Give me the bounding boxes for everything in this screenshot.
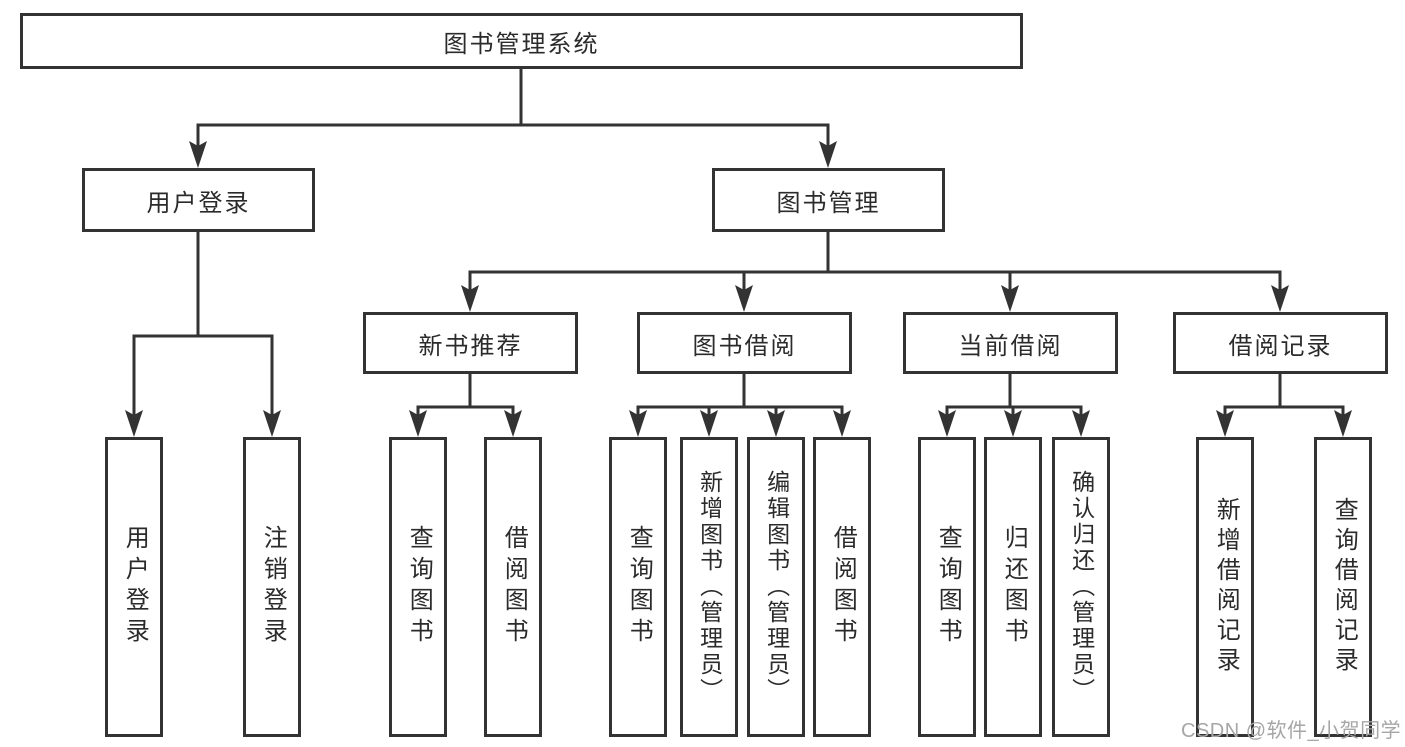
node-current-borrow-label: 当前借阅 (958, 332, 1063, 360)
leaf-logout-label: 注销登录 (259, 525, 287, 649)
leaf-add-book-admin: 新增图书（管理员） (680, 437, 738, 737)
connector-new-book-to-leaves (416, 372, 515, 418)
node-new-book-recommend-label: 新书推荐 (418, 332, 523, 360)
leaf-add-book-admin-label: 新增图书（管理员） (696, 470, 723, 704)
csdn-watermark: CSDN @软件_小贺同学 (1181, 720, 1402, 742)
leaf-query-book-3: 查询图书 (918, 437, 976, 737)
leaf-confirm-return-admin-label: 确认归还（管理员） (1068, 470, 1095, 704)
leaf-query-book-1: 查询图书 (389, 437, 447, 737)
connector-book-mgmt-to-level3 (468, 230, 1282, 292)
leaf-edit-book-admin: 编辑图书（管理员） (747, 437, 805, 737)
leaf-edit-book-admin-label: 编辑图书（管理员） (763, 470, 790, 704)
leaf-query-book-2: 查询图书 (609, 437, 667, 737)
leaf-add-borrow-record: 新增借阅记录 (1196, 437, 1254, 737)
node-book-mgmt-label: 图书管理 (776, 189, 881, 217)
leaf-query-book-3-label: 查询图书 (934, 525, 962, 649)
leaf-borrow-book-2: 借阅图书 (813, 437, 871, 737)
node-book-borrow-label: 图书借阅 (692, 332, 797, 360)
node-user-login-label: 用户登录 (146, 189, 251, 217)
leaf-borrow-book-1: 借阅图书 (484, 437, 542, 737)
leaf-query-borrow-record: 查询借阅记录 (1314, 437, 1372, 737)
leaf-add-borrow-record-label: 新增借阅记录 (1212, 497, 1240, 677)
node-borrow-records: 借阅记录 (1173, 312, 1388, 374)
connector-book-borrow-to-leaves (636, 372, 844, 418)
leaf-user-login-label: 用户登录 (121, 525, 149, 649)
connector-borrow-records-to-leaves (1223, 372, 1345, 418)
leaf-borrow-book-1-label: 借阅图书 (500, 525, 528, 649)
node-book-mgmt: 图书管理 (712, 168, 945, 232)
leaf-query-book-1-label: 查询图书 (405, 525, 433, 649)
leaf-confirm-return-admin: 确认归还（管理员） (1052, 437, 1110, 737)
leaf-return-book: 归还图书 (984, 437, 1042, 737)
node-book-borrow: 图书借阅 (637, 312, 852, 374)
leaf-user-login: 用户登录 (105, 437, 163, 737)
leaf-query-borrow-record-label: 查询借阅记录 (1330, 497, 1358, 677)
connector-user-login-to-leaves (132, 230, 274, 418)
leaf-borrow-book-2-label: 借阅图书 (829, 525, 857, 649)
connector-root-to-level2 (196, 67, 830, 148)
leaf-logout: 注销登录 (243, 437, 301, 737)
node-root-system-label: 图书管理系统 (443, 30, 600, 58)
node-borrow-records-label: 借阅记录 (1228, 332, 1333, 360)
leaf-return-book-label: 归还图书 (1000, 525, 1028, 649)
node-user-login: 用户登录 (82, 168, 315, 232)
node-new-book-recommend: 新书推荐 (363, 312, 578, 374)
leaf-query-book-2-label: 查询图书 (625, 525, 653, 649)
connector-current-borrow-to-leaves (945, 372, 1083, 418)
node-root-system: 图书管理系统 (20, 13, 1023, 69)
node-current-borrow: 当前借阅 (903, 312, 1118, 374)
arrowheads (125, 141, 1352, 437)
